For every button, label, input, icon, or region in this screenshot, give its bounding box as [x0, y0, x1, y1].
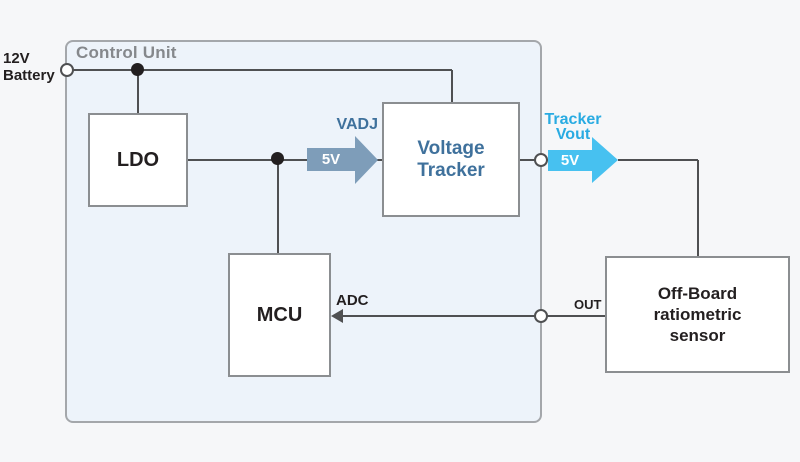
- port-battery-input: [60, 63, 74, 77]
- block-offboard-sensor: Off-Board ratiometric sensor: [605, 256, 790, 373]
- voltage-tracker-label-line1: Voltage: [417, 137, 485, 159]
- ldo-label: LDO: [116, 148, 160, 171]
- tracker-vout-signal-label: Tracker Vout: [535, 111, 611, 143]
- adc-pin-label: ADC: [336, 292, 369, 309]
- sensor-label-line1: Off-Board: [657, 284, 738, 303]
- vadj-signal-label: VADJ: [336, 116, 379, 133]
- wire-sensor-to-mcu: [340, 315, 605, 317]
- battery-label-line1: 12V: [3, 50, 30, 67]
- junction-dot-ldo-output: [271, 152, 284, 165]
- tracker-vout-arrow-tip-icon: [592, 137, 618, 183]
- port-tracker-vout: [534, 153, 548, 167]
- wire-ldo-to-mcu: [277, 160, 279, 253]
- block-voltage-tracker: Voltage Tracker: [382, 102, 520, 217]
- port-sensor-out: [534, 309, 548, 323]
- adc-arrowhead-icon: [331, 309, 343, 323]
- wire-ldo-to-tracker: [188, 159, 382, 161]
- sensor-label-line2: ratiometric: [653, 305, 742, 324]
- block-ldo: LDO: [88, 113, 188, 207]
- control-unit-title: Control Unit: [76, 43, 177, 62]
- vadj-arrow: 5V: [307, 148, 355, 171]
- tracker-vout-arrow: 5V: [548, 150, 592, 171]
- wire-battery-horizontal: [67, 69, 452, 71]
- wire-battery-to-ldo: [137, 70, 139, 113]
- battery-label: 12V Battery: [3, 50, 65, 84]
- block-mcu: MCU: [228, 253, 331, 377]
- sensor-label-line3: sensor: [669, 326, 726, 345]
- voltage-tracker-label-line2: Tracker: [417, 159, 485, 181]
- out-pin-label: OUT: [574, 297, 602, 312]
- wire-vout-to-sensor: [697, 160, 699, 256]
- wire-battery-to-tracker: [451, 70, 453, 102]
- tracker-vout-label-line1: Tracker: [544, 111, 602, 128]
- battery-label-line2: Battery: [3, 67, 55, 84]
- junction-dot-battery: [131, 63, 144, 76]
- vadj-arrow-tip-icon: [355, 136, 378, 184]
- wire-vout-horizontal: [618, 159, 698, 161]
- tracker-vout-label-line2: Vout: [555, 126, 591, 143]
- mcu-label: MCU: [256, 303, 303, 326]
